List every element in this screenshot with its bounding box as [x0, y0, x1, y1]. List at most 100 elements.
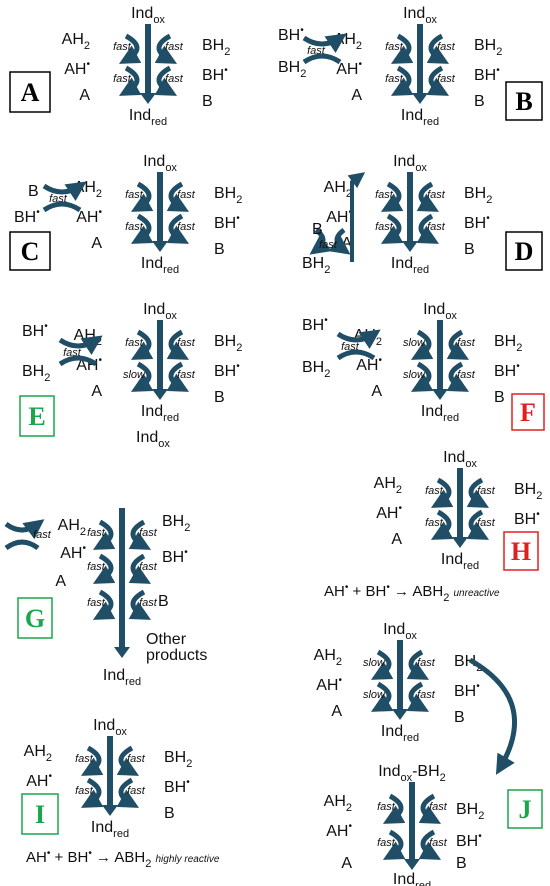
panel-label-box-b [505, 81, 543, 121]
c-side-b: B [28, 183, 39, 200]
ind-ox-label: Indox [383, 621, 417, 642]
ind-red-label: Indred [91, 819, 129, 840]
ind-ox-label: Indox [143, 301, 177, 322]
rate-label-upper-right: fast [177, 189, 196, 201]
upper-crossed-arrows [80, 745, 140, 776]
bh2-label: BH2 [214, 333, 242, 354]
b-label: B [164, 805, 175, 822]
panel-label-box-e [19, 395, 55, 437]
ah-radical-label: AH• [376, 503, 402, 522]
ah-radical-label: AH• [76, 207, 102, 226]
panel-letter-h: H [511, 537, 531, 566]
bh-radical-label: BH• [454, 681, 480, 700]
ind-red-label: Indred [381, 723, 419, 744]
rate-label-fast: fast [377, 801, 396, 813]
panel-letter-b: B [515, 87, 532, 116]
rate-label-upper-left: slow [363, 657, 386, 669]
lower-crossed-arrows [118, 65, 178, 96]
main-arrowhead [140, 93, 156, 104]
d-side-bh2: BH2 [302, 255, 330, 276]
f-side-bh2: BH2 [302, 359, 330, 380]
rate-label-upper-right: fast [437, 41, 456, 53]
g-cross-2 [92, 553, 152, 584]
ah-radical-label: AH• [356, 355, 382, 374]
rate-label-upper-right: fast [127, 753, 146, 765]
rate-label-upper-right: fast [427, 189, 446, 201]
g-ah2: AH2 [58, 517, 86, 538]
rate-label-upper-left: slow [403, 337, 426, 349]
rate-label-upper-right: fast [165, 41, 184, 53]
b-side-bh-radical: BH• [278, 25, 304, 44]
rate-label-fast: fast [87, 597, 106, 609]
rate-label-fast: fast [87, 527, 106, 539]
a-label: A [79, 87, 90, 104]
g-side-exchange-arrows [4, 519, 45, 551]
lower-crossed-arrows [370, 681, 430, 712]
panel-label-box-c [9, 231, 51, 271]
rate-label-fast: fast [307, 45, 326, 57]
crossed-arrows [382, 829, 442, 860]
rate-label-lower-left: fast [425, 517, 444, 529]
a-label: A [331, 703, 342, 720]
rate-label-lower-left: slow [123, 369, 146, 381]
rate-label-lower-left: fast [385, 73, 404, 85]
a-label: A [91, 235, 102, 252]
ah2-label: AH2 [24, 743, 52, 764]
rate-label-upper-right: fast [477, 485, 496, 497]
j2-bh2: BH2 [456, 801, 484, 822]
rate-label-lower-right: fast [177, 221, 196, 233]
panel-letter-e: E [28, 402, 45, 431]
panel-letter-g: G [25, 604, 45, 633]
rate-label-fast: fast [319, 239, 338, 251]
ind-ox-label: Indox [443, 449, 477, 470]
rate-label-lower-left: slow [403, 369, 426, 381]
panel-e-exchange-arrows [58, 335, 103, 367]
rate-label-lower-right: fast [457, 369, 476, 381]
bh2-label: BH2 [494, 333, 522, 354]
bh2-label: BH2 [474, 37, 502, 58]
ind-red-label: Indred [141, 255, 179, 276]
rate-label-upper-left: fast [113, 41, 132, 53]
e-extra-ind-ox: Indox [136, 429, 170, 450]
rate-label-upper-right: fast [417, 657, 436, 669]
panel-label-box-a [9, 71, 51, 113]
ah-radical-label: AH• [64, 59, 90, 78]
main-arrowhead [404, 859, 420, 870]
bh-radical-label: BH• [514, 509, 540, 528]
a-label: A [351, 87, 362, 104]
g-other-products-2: products [146, 647, 207, 664]
main-arrowhead [452, 537, 468, 548]
b-label: B [214, 389, 225, 406]
g-ah-radical: AH• [60, 543, 86, 562]
upper-crossed-arrows [370, 649, 430, 680]
j2-b: B [456, 855, 467, 872]
rate-label-upper-left: fast [425, 485, 444, 497]
rate-label-lower-left: slow [363, 689, 386, 701]
rate-label-upper-left: fast [375, 189, 394, 201]
j2-a: A [341, 855, 352, 872]
b-label: B [454, 709, 465, 726]
lower-crossed-arrows [130, 213, 190, 244]
panel-label-box-h [503, 531, 539, 571]
ind-ox-label: Indox [143, 153, 177, 174]
rate-label-lower-left: fast [113, 73, 132, 85]
rate-label-lower-right: fast [127, 785, 146, 797]
main-arrowhead [152, 389, 168, 400]
bh-radical-label: BH• [164, 777, 190, 796]
rate-label-fast: fast [429, 837, 448, 849]
rate-label-lower-right: fast [165, 73, 184, 85]
ind-ox-label: Indox [403, 5, 437, 26]
bh2-label: BH2 [164, 749, 192, 770]
rate-label-fast: fast [87, 561, 106, 573]
rate-label-lower-right: fast [417, 689, 436, 701]
rate-label-fast: fast [63, 347, 82, 359]
main-arrowhead [412, 93, 428, 104]
panel-b-exchange-arrows [302, 33, 347, 65]
ah2-label: AH2 [324, 179, 352, 200]
i-equation: AH• + BH• → ABH2 highly reactive [26, 848, 220, 870]
bh-radical-label: BH• [464, 213, 490, 232]
crossed-arrows [382, 793, 442, 824]
b-label: B [214, 241, 225, 258]
lower-crossed-arrows [430, 509, 490, 540]
